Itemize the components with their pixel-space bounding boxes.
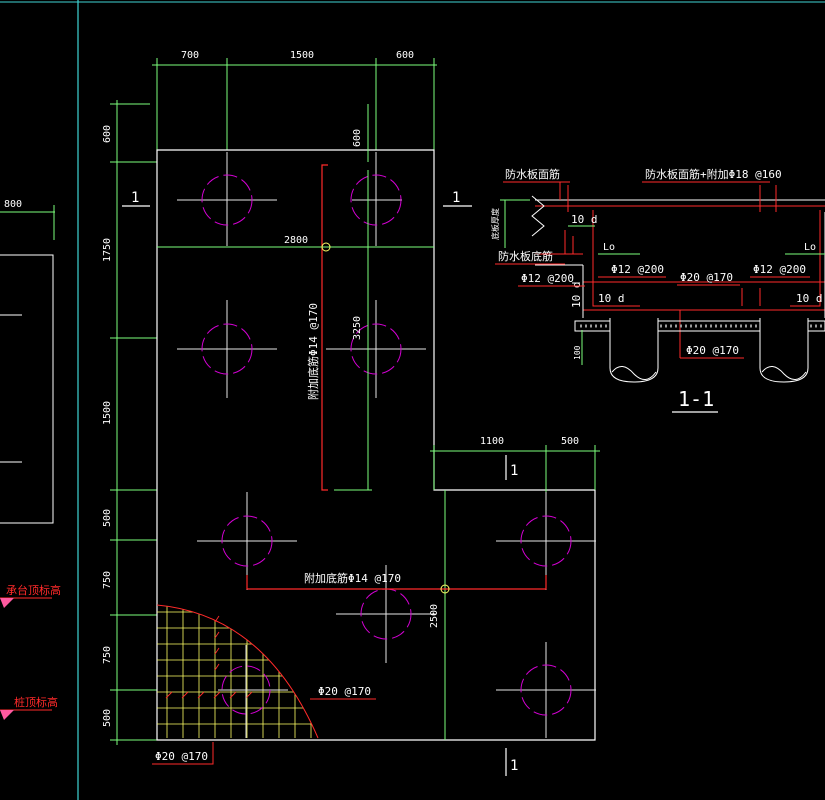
section-1-1-detail: 防水板面筋 防水板面筋+附加Φ18 @160 底板厚度 防水板底筋 [490, 167, 825, 413]
pile-5 [197, 492, 297, 590]
right-dim-1100: 1100 [480, 436, 504, 447]
pile-9 [496, 642, 596, 738]
section-mark-bottom: 1 [510, 758, 518, 774]
added-rebar: 附加底筋Φ14 @170 附加底筋Φ14 @170 Φ20 @170 Φ20 @… [152, 164, 547, 765]
left-dim-500-a: 500 [102, 509, 113, 527]
inner-dim-2500: 2500 [429, 604, 440, 628]
horizontal-add-rebar-label: 附加底筋Φ14 @170 [304, 571, 401, 585]
vertical-add-rebar [321, 164, 328, 491]
ten-d-label-1: 10 d [571, 213, 598, 226]
phi12-label-b: Φ12 @200 [611, 263, 664, 276]
cap-side-rebar-left [592, 210, 640, 307]
section-top-right-label: 防水板面筋+附加Φ18 @160 [645, 167, 782, 181]
left-strip-pile-top-marker [0, 710, 14, 720]
inner-dim-600: 600 [352, 129, 363, 147]
section-pile-1-break [611, 366, 657, 380]
small-dim: 100 [573, 345, 582, 360]
left-dim-750-a: 750 [102, 571, 113, 589]
horizontal-add-rebar [246, 575, 547, 590]
pile-6 [496, 492, 596, 590]
grid-bottom-leader [152, 742, 214, 765]
left-dim-600: 600 [102, 125, 113, 143]
top-dim-1500: 1500 [290, 50, 314, 61]
cap-side-rebar-right [790, 210, 821, 307]
section-pile-2 [759, 318, 809, 383]
left-strip-cap-outline [0, 254, 54, 524]
rebar-mesh-hatch [156, 604, 319, 739]
section-title: 1-1 [678, 387, 714, 411]
phi12-label-a: Φ12 @200 [521, 272, 574, 285]
phi12-label-c: Φ12 @200 [753, 263, 806, 276]
inner-dim-3250: 3250 [352, 316, 363, 340]
left-strip-pile-top-label: 桩顶标高 [14, 695, 58, 709]
vertical-add-rebar-label: 附加底筋Φ14 @170 [306, 303, 320, 400]
left-dimensions: 600 1750 1500 500 750 750 500 [102, 100, 157, 745]
phi20-label-a: Φ20 @170 [680, 271, 733, 284]
inner-dim-2800: 2800 [284, 235, 308, 246]
left-strip-cap-top-marker [0, 598, 14, 608]
top-dimensions: 700 1500 600 [152, 50, 437, 150]
grid-bottom-label: Φ20 @170 [155, 750, 208, 763]
left-dim-500-b: 500 [102, 709, 113, 727]
pile-1 [177, 152, 277, 246]
inner-dimensions: 600 2800 3250 2500 [157, 104, 446, 740]
top-dim-600: 600 [396, 50, 414, 61]
mesh-boundary-arc [156, 604, 319, 739]
piles [177, 152, 596, 738]
lo-label-2: Lo [804, 242, 816, 253]
ten-d-vertical-label: 10 d [570, 282, 583, 309]
slab-thickness-label: 底板厚度 [490, 208, 500, 240]
ten-d-label-2: 10 d [598, 292, 625, 305]
rebar-crossing-marker-1 [321, 242, 331, 252]
top-dim-700: 700 [181, 50, 199, 61]
grid-right-label: Φ20 @170 [318, 685, 371, 698]
section-mark-left: 1 [131, 190, 139, 206]
section-top-left-label: 防水板面筋 [505, 167, 560, 181]
left-strip-dim: 800 [4, 199, 22, 210]
left-dim-1750: 1750 [102, 238, 113, 262]
left-dim-1500: 1500 [102, 401, 113, 425]
rebar-crossing-marker-2 [440, 584, 450, 594]
ten-d-label-3: 10 d [796, 292, 823, 305]
left-dim-750-b: 750 [102, 646, 113, 664]
right-dim-500: 500 [561, 436, 579, 447]
section-mark-top-mid: 1 [510, 463, 518, 479]
section-mark-right: 1 [452, 190, 460, 206]
pile-8 [218, 645, 288, 738]
section-pile-2-break [761, 366, 807, 380]
section-pile-1 [609, 318, 659, 383]
section-marks: 1 1 1 1 [122, 190, 518, 776]
section-bottom-left-label: 防水板底筋 [498, 249, 553, 263]
left-strip: 800 承台顶标高 桩顶标高 [0, 199, 61, 720]
break-symbol [531, 195, 545, 237]
phi20-label-b: Φ20 @170 [686, 344, 739, 357]
lo-label-1: Lo [603, 242, 615, 253]
pile-3 [177, 300, 277, 398]
blinding-layer [574, 320, 825, 332]
pile-4 [326, 300, 426, 398]
pile-2 [350, 152, 402, 246]
right-dimensions: 1100 500 [430, 436, 600, 492]
left-strip-cap-top-label: 承台顶标高 [6, 583, 61, 597]
